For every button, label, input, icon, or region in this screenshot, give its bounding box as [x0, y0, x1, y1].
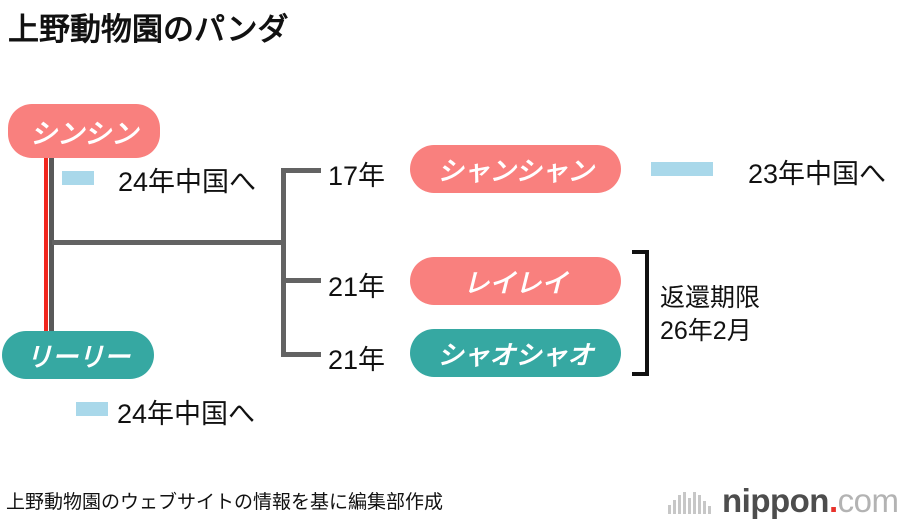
return-deadline-bracket: [632, 250, 649, 376]
tree-branch-2017: [281, 168, 321, 173]
nippon-com-logo[interactable]: nippon . com: [668, 481, 899, 519]
birth-year-leilei: 21年: [328, 272, 386, 302]
logo-wordmark: nippon: [722, 482, 829, 519]
arrow-right-icon-shinshin: [62, 164, 114, 192]
panda-pill-xiangxiang[interactable]: シャンシャン: [410, 145, 621, 193]
couple-line-gray: [49, 148, 54, 338]
birth-year-xiangxiang: 17年: [328, 161, 386, 191]
panda-pill-shinshin[interactable]: シンシン: [8, 104, 160, 158]
panda-pill-riri[interactable]: リーリー: [2, 331, 154, 379]
tree-stem-horizontal: [52, 240, 285, 245]
departure-label-shinshin: 24年中国へ: [118, 167, 257, 197]
return-deadline-line1: 返還期限: [660, 284, 761, 312]
return-deadline-line2: 26年2月: [660, 317, 752, 345]
tree-trunk-vertical: [281, 168, 286, 357]
panda-pill-xiaoxiao[interactable]: シャオシャオ: [410, 329, 621, 377]
sound-bars-icon: [668, 492, 713, 514]
departure-label-riri: 24年中国へ: [117, 399, 256, 429]
page-title: 上野動物園のパンダ: [8, 12, 289, 47]
tree-branch-2021-leilei: [281, 278, 321, 283]
source-credit: 上野動物園のウェブサイトの情報を基に編集部作成: [6, 492, 444, 513]
arrow-right-icon-riri: [76, 395, 128, 423]
logo-tld: com: [837, 482, 899, 519]
arrow-right-icon-xiangxiang: [651, 155, 741, 183]
panda-pill-leilei[interactable]: レイレイ: [410, 257, 621, 305]
birth-year-xiaoxiao: 21年: [328, 345, 386, 375]
return-deadline-note: 返還期限 26年2月: [660, 282, 760, 348]
couple-line-red: [44, 148, 48, 338]
departure-label-xiangxiang: 23年中国へ: [748, 159, 887, 189]
tree-branch-2021-xiaoxiao: [281, 352, 321, 357]
logo-dot: .: [828, 482, 838, 519]
